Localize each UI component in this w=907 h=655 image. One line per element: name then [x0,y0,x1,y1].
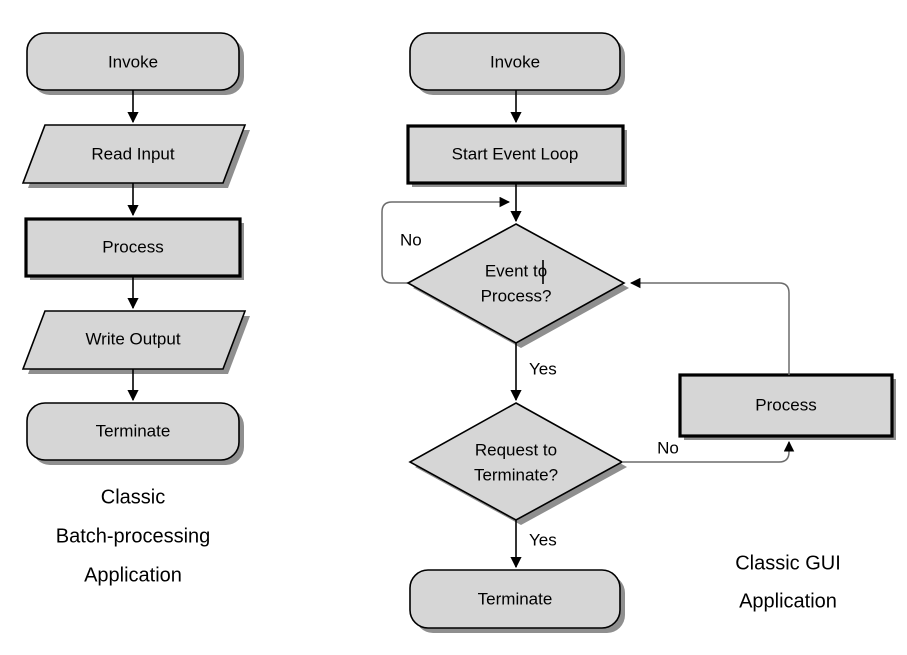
node-r-invoke[interactable]: Invoke [409,32,625,95]
node-l-invoke-label: Invoke [108,52,158,71]
edge-r-event-no-loopback [381,196,511,284]
node-l-process-shape [24,217,242,278]
node-l-process[interactable]: Process [24,217,244,280]
node-r-event-to-process-label-line2: Process? [481,286,552,305]
node-r-start-event-loop-shape [406,124,625,185]
node-r-invoke-label: Invoke [490,52,540,71]
edge-r-request-no-to-process [622,440,795,463]
right-flow-caption: Classic GUI Application [735,552,841,612]
edge-label-request-no: No [657,438,679,457]
node-r-process-shape [678,373,894,438]
node-l-write-output-label: Write Output [85,329,180,348]
node-r-event-to-process-shape [406,223,626,344]
node-r-request-to-terminate[interactable]: Request to Terminate? [408,402,627,525]
node-r-terminate[interactable]: Terminate [409,569,625,633]
left-caption-line-3: Application [84,564,182,586]
node-l-write-output[interactable]: Write Output [21,310,250,374]
node-l-terminate[interactable]: Terminate [26,402,244,465]
node-l-invoke[interactable]: Invoke [26,32,244,95]
edge-r-process-to-event [629,277,790,375]
node-l-read-input-shape [21,124,247,184]
right-caption-line-2: Application [739,590,837,612]
left-caption-line-1: Classic [101,486,165,508]
node-l-terminate-label: Terminate [96,421,171,440]
right-caption-line-1: Classic GUI [735,552,841,574]
node-r-request-to-terminate-shape [408,402,624,521]
left-caption-line-2: Batch-processing [56,525,211,547]
node-r-invoke-shape [409,32,621,91]
node-r-request-to-terminate-label-line1: Request to [475,440,557,459]
node-r-event-to-process-label-line1: Event to [485,261,547,280]
node-l-read-input-label: Read Input [91,144,174,163]
node-r-process-label: Process [755,395,816,414]
node-r-request-to-terminate-label-line2: Terminate? [474,465,558,484]
left-flow-caption: Classic Batch-processing Application [56,486,211,586]
node-l-write-output-shape [21,310,247,370]
node-l-read-input[interactable]: Read Input [21,124,250,188]
node-l-terminate-shape [26,402,240,461]
node-r-event-to-process[interactable]: Event to Process? [406,223,629,348]
edge-label-event-yes: Yes [529,359,557,378]
edge-label-event-no: No [400,230,422,249]
node-r-process[interactable]: Process [678,373,896,440]
node-r-terminate-shape [409,569,621,629]
node-r-start-event-loop[interactable]: Start Event Loop [406,124,627,187]
edge-label-request-yes: Yes [529,530,557,549]
node-r-terminate-label: Terminate [478,589,553,608]
node-l-process-label: Process [102,237,163,256]
node-r-start-event-loop-label: Start Event Loop [452,144,579,163]
